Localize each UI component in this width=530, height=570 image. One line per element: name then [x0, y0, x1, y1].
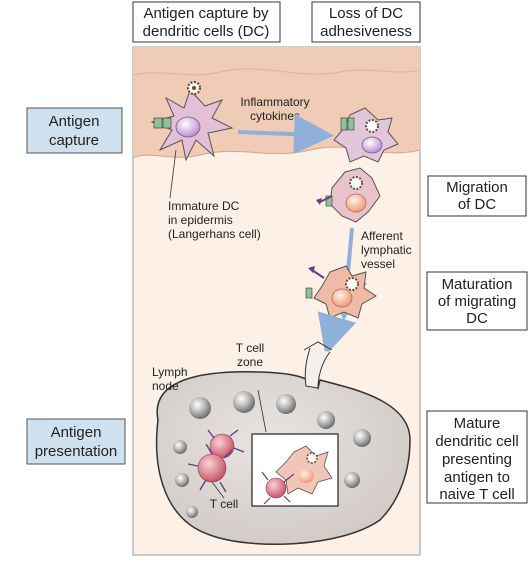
- header-right-line1: Loss of DC: [329, 5, 403, 22]
- receptor-icon: [153, 117, 172, 129]
- side-mature-line4: antigen to: [444, 469, 510, 486]
- side-mature-line5: naive T cell: [439, 486, 514, 503]
- label-lymph-node-line2: node: [152, 379, 179, 393]
- label-inflammatory-line1: Inflammatory: [240, 95, 309, 109]
- side-mature-line2: dendritic cell: [435, 433, 518, 450]
- side-maturation-line2: of migrating: [438, 293, 516, 310]
- header-antigen-capture: Antigen capture by dendritic cells (DC): [132, 1, 281, 43]
- side-mature-line1: Mature: [454, 415, 501, 432]
- label-t-cell-zone-line1: T cell: [236, 341, 264, 355]
- follicle-spheres: [173, 391, 371, 518]
- label-immature-dc-line3: (Langerhans cell): [168, 227, 261, 241]
- label-afferent-line2: lymphatic: [361, 243, 412, 257]
- side-label-antigen-presentation: Antigen presentation: [26, 418, 126, 465]
- arrow-cytokines: [237, 114, 334, 155]
- header-left-line2: dendritic cells (DC): [143, 23, 270, 40]
- header-loss-of-adhesiveness: Loss of DC adhesiveness: [311, 1, 421, 43]
- antigen-icon: [186, 80, 202, 96]
- label-t-cell: T cell: [210, 497, 238, 511]
- arrow-to-node: [317, 311, 357, 356]
- t-cell-cluster: [187, 429, 245, 493]
- label-inflammatory-line2: cytokines: [250, 109, 300, 123]
- label-lymph-node-line1: Lymph: [152, 365, 188, 379]
- dc-loss-adhesiveness: [333, 107, 399, 163]
- side-migration-line1: Migration: [446, 179, 508, 196]
- immature-dc: [150, 80, 234, 162]
- label-immature-dc-line2: in epidermis: [168, 213, 233, 227]
- side-label-mature-dc: Mature dendritic cell presenting antigen…: [426, 410, 528, 504]
- maturing-dc: [305, 265, 377, 319]
- side-presentation-line1: Antigen: [51, 424, 102, 441]
- label-afferent-line1: Afferent: [361, 229, 403, 243]
- label-afferent-line3: vessel: [361, 257, 395, 271]
- side-label-antigen-capture: Antigen capture: [26, 107, 123, 154]
- side-label-migration: Migration of DC: [427, 175, 527, 217]
- side-capture-line1: Antigen: [49, 113, 100, 130]
- side-mature-line3: presenting: [442, 451, 512, 468]
- side-presentation-line2: presentation: [35, 443, 118, 460]
- side-migration-line2: of DC: [458, 196, 497, 213]
- t-cell-zone-inset: [251, 433, 339, 507]
- header-left-line1: Antigen capture by: [143, 5, 269, 22]
- side-capture-line2: capture: [49, 132, 99, 149]
- side-label-maturation: Maturation of migrating DC: [426, 271, 528, 331]
- side-maturation-line1: Maturation: [442, 276, 513, 293]
- label-immature-dc-line1: Immature DC: [168, 199, 240, 213]
- migrating-dc: [316, 167, 381, 223]
- label-t-cell-zone-line2: zone: [237, 355, 263, 369]
- side-maturation-line3: DC: [466, 310, 488, 327]
- header-right-line2: adhesiveness: [320, 23, 412, 40]
